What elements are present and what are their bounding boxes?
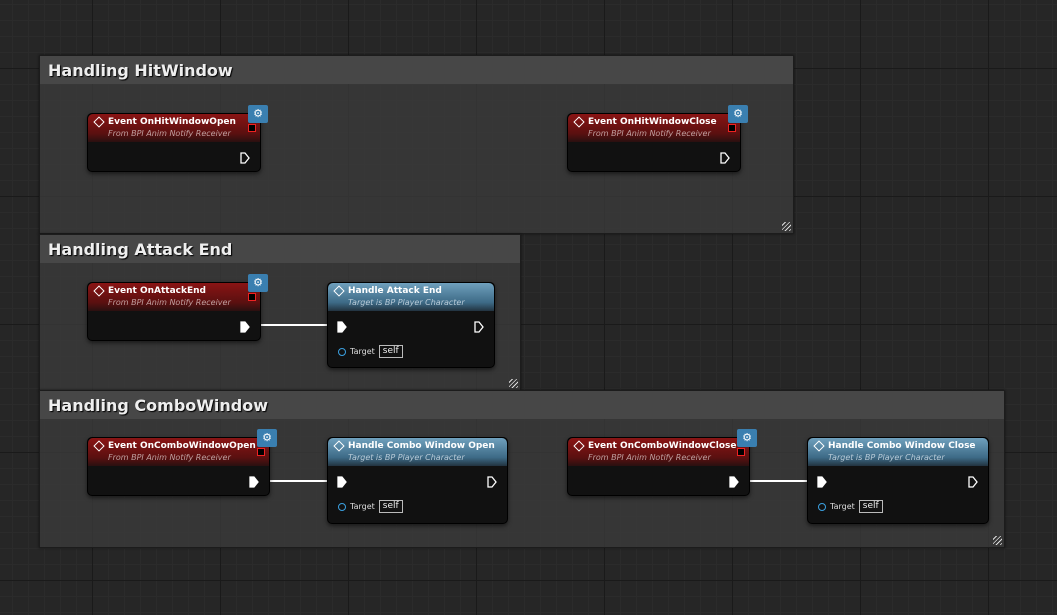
target-value-field[interactable]: self: [378, 500, 403, 513]
function-icon: [813, 440, 825, 452]
target-pin[interactable]: [338, 347, 346, 356]
delegate-pin[interactable]: [248, 124, 256, 132]
node-title: Event OnComboWindowClose: [588, 441, 737, 451]
event-node[interactable]: Event OnHitWindowOpen From BPI Anim Noti…: [87, 105, 268, 172]
node-subtitle: From BPI Anim Notify Receiver: [108, 129, 231, 138]
target-pin-row: Target self: [338, 500, 403, 513]
event-icon: [93, 440, 105, 452]
event-icon: [93, 285, 105, 297]
delegate-pin[interactable]: [257, 448, 265, 456]
node-title: Event OnHitWindowOpen: [108, 117, 236, 127]
comment-title[interactable]: Handling ComboWindow: [40, 391, 1004, 419]
target-label: Target: [350, 347, 375, 356]
target-pin-row: Target self: [818, 500, 883, 513]
event-icon: [93, 116, 105, 128]
resize-grip[interactable]: [509, 379, 518, 388]
event-icon: [573, 440, 585, 452]
exec-wire[interactable]: [739, 480, 818, 482]
function-node[interactable]: Handle Attack End Target is BP Player Ch…: [327, 282, 495, 368]
delegate-pin[interactable]: [728, 124, 736, 132]
interface-icon: ⚙: [248, 105, 268, 123]
resize-grip[interactable]: [782, 222, 791, 231]
target-label: Target: [830, 502, 855, 511]
exec-wire[interactable]: [258, 480, 338, 482]
event-node[interactable]: Event OnAttackEnd From BPI Anim Notify R…: [87, 274, 268, 341]
function-node[interactable]: Handle Combo Window Close Target is BP P…: [807, 437, 989, 524]
comment-title[interactable]: Handling HitWindow: [40, 56, 793, 84]
delegate-pin[interactable]: [737, 448, 745, 456]
function-icon: [333, 440, 345, 452]
node-title: Handle Attack End: [348, 286, 442, 296]
node-subtitle: From BPI Anim Notify Receiver: [108, 298, 231, 307]
node-subtitle: Target is BP Player Character: [348, 298, 465, 307]
target-pin[interactable]: [338, 502, 346, 511]
node-title: Event OnHitWindowClose: [588, 117, 717, 127]
node-subtitle: From BPI Anim Notify Receiver: [588, 453, 711, 462]
function-icon: [333, 285, 345, 297]
resize-grip[interactable]: [993, 536, 1002, 545]
target-pin[interactable]: [818, 502, 826, 511]
interface-icon: ⚙: [737, 429, 757, 447]
node-subtitle: Target is BP Player Character: [828, 453, 945, 462]
interface-icon: ⚙: [257, 429, 277, 447]
node-subtitle: Target is BP Player Character: [348, 453, 465, 462]
interface-icon: ⚙: [728, 105, 748, 123]
delegate-pin[interactable]: [248, 293, 256, 301]
node-title: Event OnComboWindowOpen: [108, 441, 256, 451]
event-node[interactable]: Event OnHitWindowClose From BPI Anim Not…: [567, 105, 748, 172]
target-value-field[interactable]: self: [378, 345, 403, 358]
node-title: Event OnAttackEnd: [108, 286, 206, 296]
comment-title[interactable]: Handling Attack End: [40, 235, 520, 263]
function-node[interactable]: Handle Combo Window Open Target is BP Pl…: [327, 437, 508, 524]
event-icon: [573, 116, 585, 128]
event-node[interactable]: Event OnComboWindowOpen From BPI Anim No…: [87, 429, 277, 496]
node-title: Handle Combo Window Open: [348, 441, 495, 451]
exec-wire[interactable]: [250, 324, 338, 326]
node-subtitle: From BPI Anim Notify Receiver: [108, 453, 231, 462]
node-title: Handle Combo Window Close: [828, 441, 976, 451]
event-node[interactable]: Event OnComboWindowClose From BPI Anim N…: [567, 429, 757, 496]
target-pin-row: Target self: [338, 345, 403, 358]
target-label: Target: [350, 502, 375, 511]
interface-icon: ⚙: [248, 274, 268, 292]
target-value-field[interactable]: self: [858, 500, 883, 513]
node-subtitle: From BPI Anim Notify Receiver: [588, 129, 711, 138]
